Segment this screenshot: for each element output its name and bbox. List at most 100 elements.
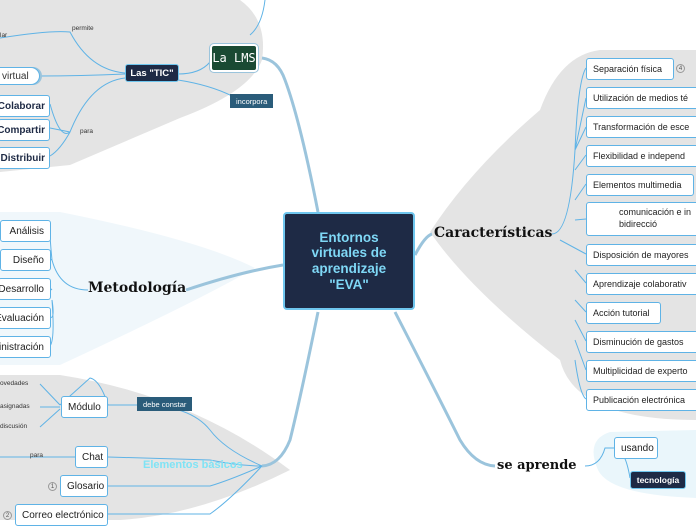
glosario-node[interactable]: Glosario bbox=[60, 475, 108, 497]
caracteristica-flexibilidad-text: Flexibilidad e independ bbox=[593, 151, 686, 161]
modulo-text: Módulo bbox=[68, 401, 101, 413]
metodologia-item-desarrollo[interactable]: Desarrollo bbox=[0, 278, 51, 300]
modulo-child-discusion-text: discusión bbox=[0, 423, 28, 430]
caracteristica-colaborativo-text: Aprendizaje colaborativ bbox=[593, 279, 687, 289]
caracteristica-flexibilidad[interactable]: Flexibilidad e independ bbox=[586, 145, 696, 167]
region-top-left bbox=[0, 0, 264, 172]
caracteristica-medios[interactable]: Utilización de medios té bbox=[586, 87, 696, 109]
connector-tic-lms bbox=[177, 61, 211, 75]
caracteristica-publicacion[interactable]: Publicación electrónica bbox=[586, 389, 696, 411]
metodologia-item-evaluacion[interactable]: Evaluación bbox=[0, 307, 51, 329]
caracteristica-tutorial-text: Acción tutorial bbox=[593, 308, 650, 318]
connector-central-elementos bbox=[261, 311, 320, 468]
caracteristica-gastos-text: Disminución de gastos bbox=[593, 337, 684, 347]
connector-caracteristicas-items bbox=[551, 67, 587, 400]
caracteristica-colaborativo[interactable]: Aprendizaje colaborativ bbox=[586, 273, 696, 295]
metodologia-title[interactable]: Metodología bbox=[88, 280, 186, 296]
permite-label: permite bbox=[72, 25, 94, 32]
compartir-node[interactable]: Compartir bbox=[0, 119, 50, 141]
distribuir-node[interactable]: Distribuir bbox=[0, 147, 50, 169]
chat-node[interactable]: Chat bbox=[75, 446, 108, 468]
debe-constar-label: debe constar bbox=[137, 397, 193, 411]
lms-node[interactable]: La LMS bbox=[209, 43, 259, 73]
caracteristica-gastos[interactable]: Disminución de gastos bbox=[586, 331, 696, 353]
lms-label: La LMS bbox=[212, 51, 256, 65]
connector-tic-virtual bbox=[39, 73, 126, 77]
virtual-node[interactable]: virtual bbox=[0, 67, 40, 85]
modulo-child-asignadas: asignadas bbox=[0, 403, 30, 410]
para-text-elementos: para bbox=[30, 452, 44, 459]
elementos-title[interactable]: Elementos básicos bbox=[143, 459, 243, 471]
fragment-lar-text: lar bbox=[0, 32, 8, 39]
modulo-node[interactable]: Módulo bbox=[61, 396, 108, 418]
connector-central-metodologia bbox=[185, 263, 284, 292]
connector-para-compartir bbox=[49, 127, 71, 133]
correo-text: Correo electrónico bbox=[22, 509, 104, 521]
caracteristicas-title[interactable]: Características bbox=[434, 225, 552, 241]
connector-tic-para bbox=[49, 77, 126, 134]
connector-tic-incorpora bbox=[177, 79, 233, 97]
usando-node[interactable]: usando bbox=[614, 437, 658, 459]
modulo-child-novedades: ovedades bbox=[0, 380, 28, 387]
tecnologia-node[interactable]: tecnología bbox=[630, 471, 686, 489]
permite-text: permite bbox=[72, 25, 94, 32]
modulo-child-asignadas-text: asignadas bbox=[0, 403, 30, 410]
distribuir-text: Distribuir bbox=[0, 152, 45, 164]
metodologia-item-administracion-text: inistración bbox=[0, 341, 44, 353]
separacion-badge: 4 bbox=[676, 64, 685, 73]
glosario-text: Glosario bbox=[67, 480, 105, 492]
caracteristica-expertos[interactable]: Multiplicidad de experto bbox=[586, 360, 696, 382]
central-node[interactable]: Entornos virtuales de aprendizaje "EVA" bbox=[283, 212, 415, 310]
connector-central-caracteristicas bbox=[413, 232, 433, 256]
metodologia-item-analisis-text: Análisis bbox=[9, 225, 44, 237]
correo-badge: 2 bbox=[3, 511, 12, 520]
connector-lms-top bbox=[249, 0, 266, 36]
caracteristica-disposicion[interactable]: Disposición de mayores bbox=[586, 244, 696, 266]
modulo-child-discusion: discusión bbox=[0, 423, 27, 430]
caracteristica-comunicacion-text: comunicación e in bidirecció bbox=[619, 207, 692, 229]
compartir-text: Compartir bbox=[0, 124, 45, 136]
se-aprende-title[interactable]: se aprende bbox=[497, 458, 577, 473]
caracteristica-publicacion-text: Publicación electrónica bbox=[593, 395, 686, 405]
metodologia-item-diseno-text: Diseño bbox=[12, 254, 44, 266]
connector-central-se-aprende bbox=[393, 311, 496, 468]
metodologia-item-analisis[interactable]: Análisis bbox=[0, 220, 51, 242]
tic-node[interactable]: Las "TIC" bbox=[125, 64, 179, 82]
caracteristica-separacion[interactable]: Separación física bbox=[586, 58, 674, 80]
caracteristicas-text: Características bbox=[434, 225, 553, 241]
metodologia-text: Metodología bbox=[88, 280, 187, 296]
caracteristica-medios-text: Utilización de medios té bbox=[593, 93, 689, 103]
connector-central-lms bbox=[261, 56, 320, 213]
incorpora-label: incorpora bbox=[230, 94, 274, 108]
tic-label: Las "TIC" bbox=[130, 67, 174, 79]
glosario-badge: 1 bbox=[48, 482, 57, 491]
connector-se-aprende-usando bbox=[584, 447, 614, 467]
connector-metodologia-items bbox=[49, 230, 89, 347]
para-label-elementos: para bbox=[30, 452, 43, 459]
caracteristica-transformacion[interactable]: Transformación de esce bbox=[586, 116, 696, 138]
caracteristica-multimedia-text: Elementos multimedia bbox=[593, 180, 682, 190]
caracteristica-comunicacion[interactable]: comunicación e in bidirecció bbox=[586, 202, 696, 236]
metodologia-item-administracion[interactable]: inistración bbox=[0, 336, 51, 358]
usando-text: usando bbox=[621, 442, 654, 454]
region-caracteristicas bbox=[430, 50, 696, 420]
caracteristica-tutorial[interactable]: Acción tutorial bbox=[586, 302, 661, 324]
colaborar-text: Colaborar bbox=[0, 100, 45, 112]
connector-elementos-chat bbox=[107, 456, 263, 467]
metodologia-item-diseno[interactable]: Diseño bbox=[0, 249, 51, 271]
central-title: Entornos virtuales de aprendizaje "EVA" bbox=[311, 229, 387, 292]
tecnologia-text: tecnología bbox=[636, 475, 680, 485]
caracteristica-expertos-text: Multiplicidad de experto bbox=[593, 366, 688, 376]
se-aprende-text: se aprende bbox=[497, 458, 577, 473]
glosario-badge-text: 1 bbox=[50, 483, 55, 490]
incorpora-text: incorpora bbox=[236, 96, 268, 106]
correo-node[interactable]: Correo electrónico bbox=[15, 504, 108, 526]
metodologia-item-desarrollo-text: Desarrollo bbox=[0, 283, 44, 295]
region-metodologia bbox=[0, 212, 255, 365]
caracteristica-transformacion-text: Transformación de esce bbox=[593, 122, 690, 132]
colaborar-node[interactable]: Colaborar bbox=[0, 95, 50, 117]
connector-para-distribuir bbox=[49, 131, 71, 157]
caracteristica-multimedia[interactable]: Elementos multimedia bbox=[586, 174, 694, 196]
para-text-top: para bbox=[80, 128, 94, 135]
debe-constar-text: debe constar bbox=[143, 399, 187, 409]
